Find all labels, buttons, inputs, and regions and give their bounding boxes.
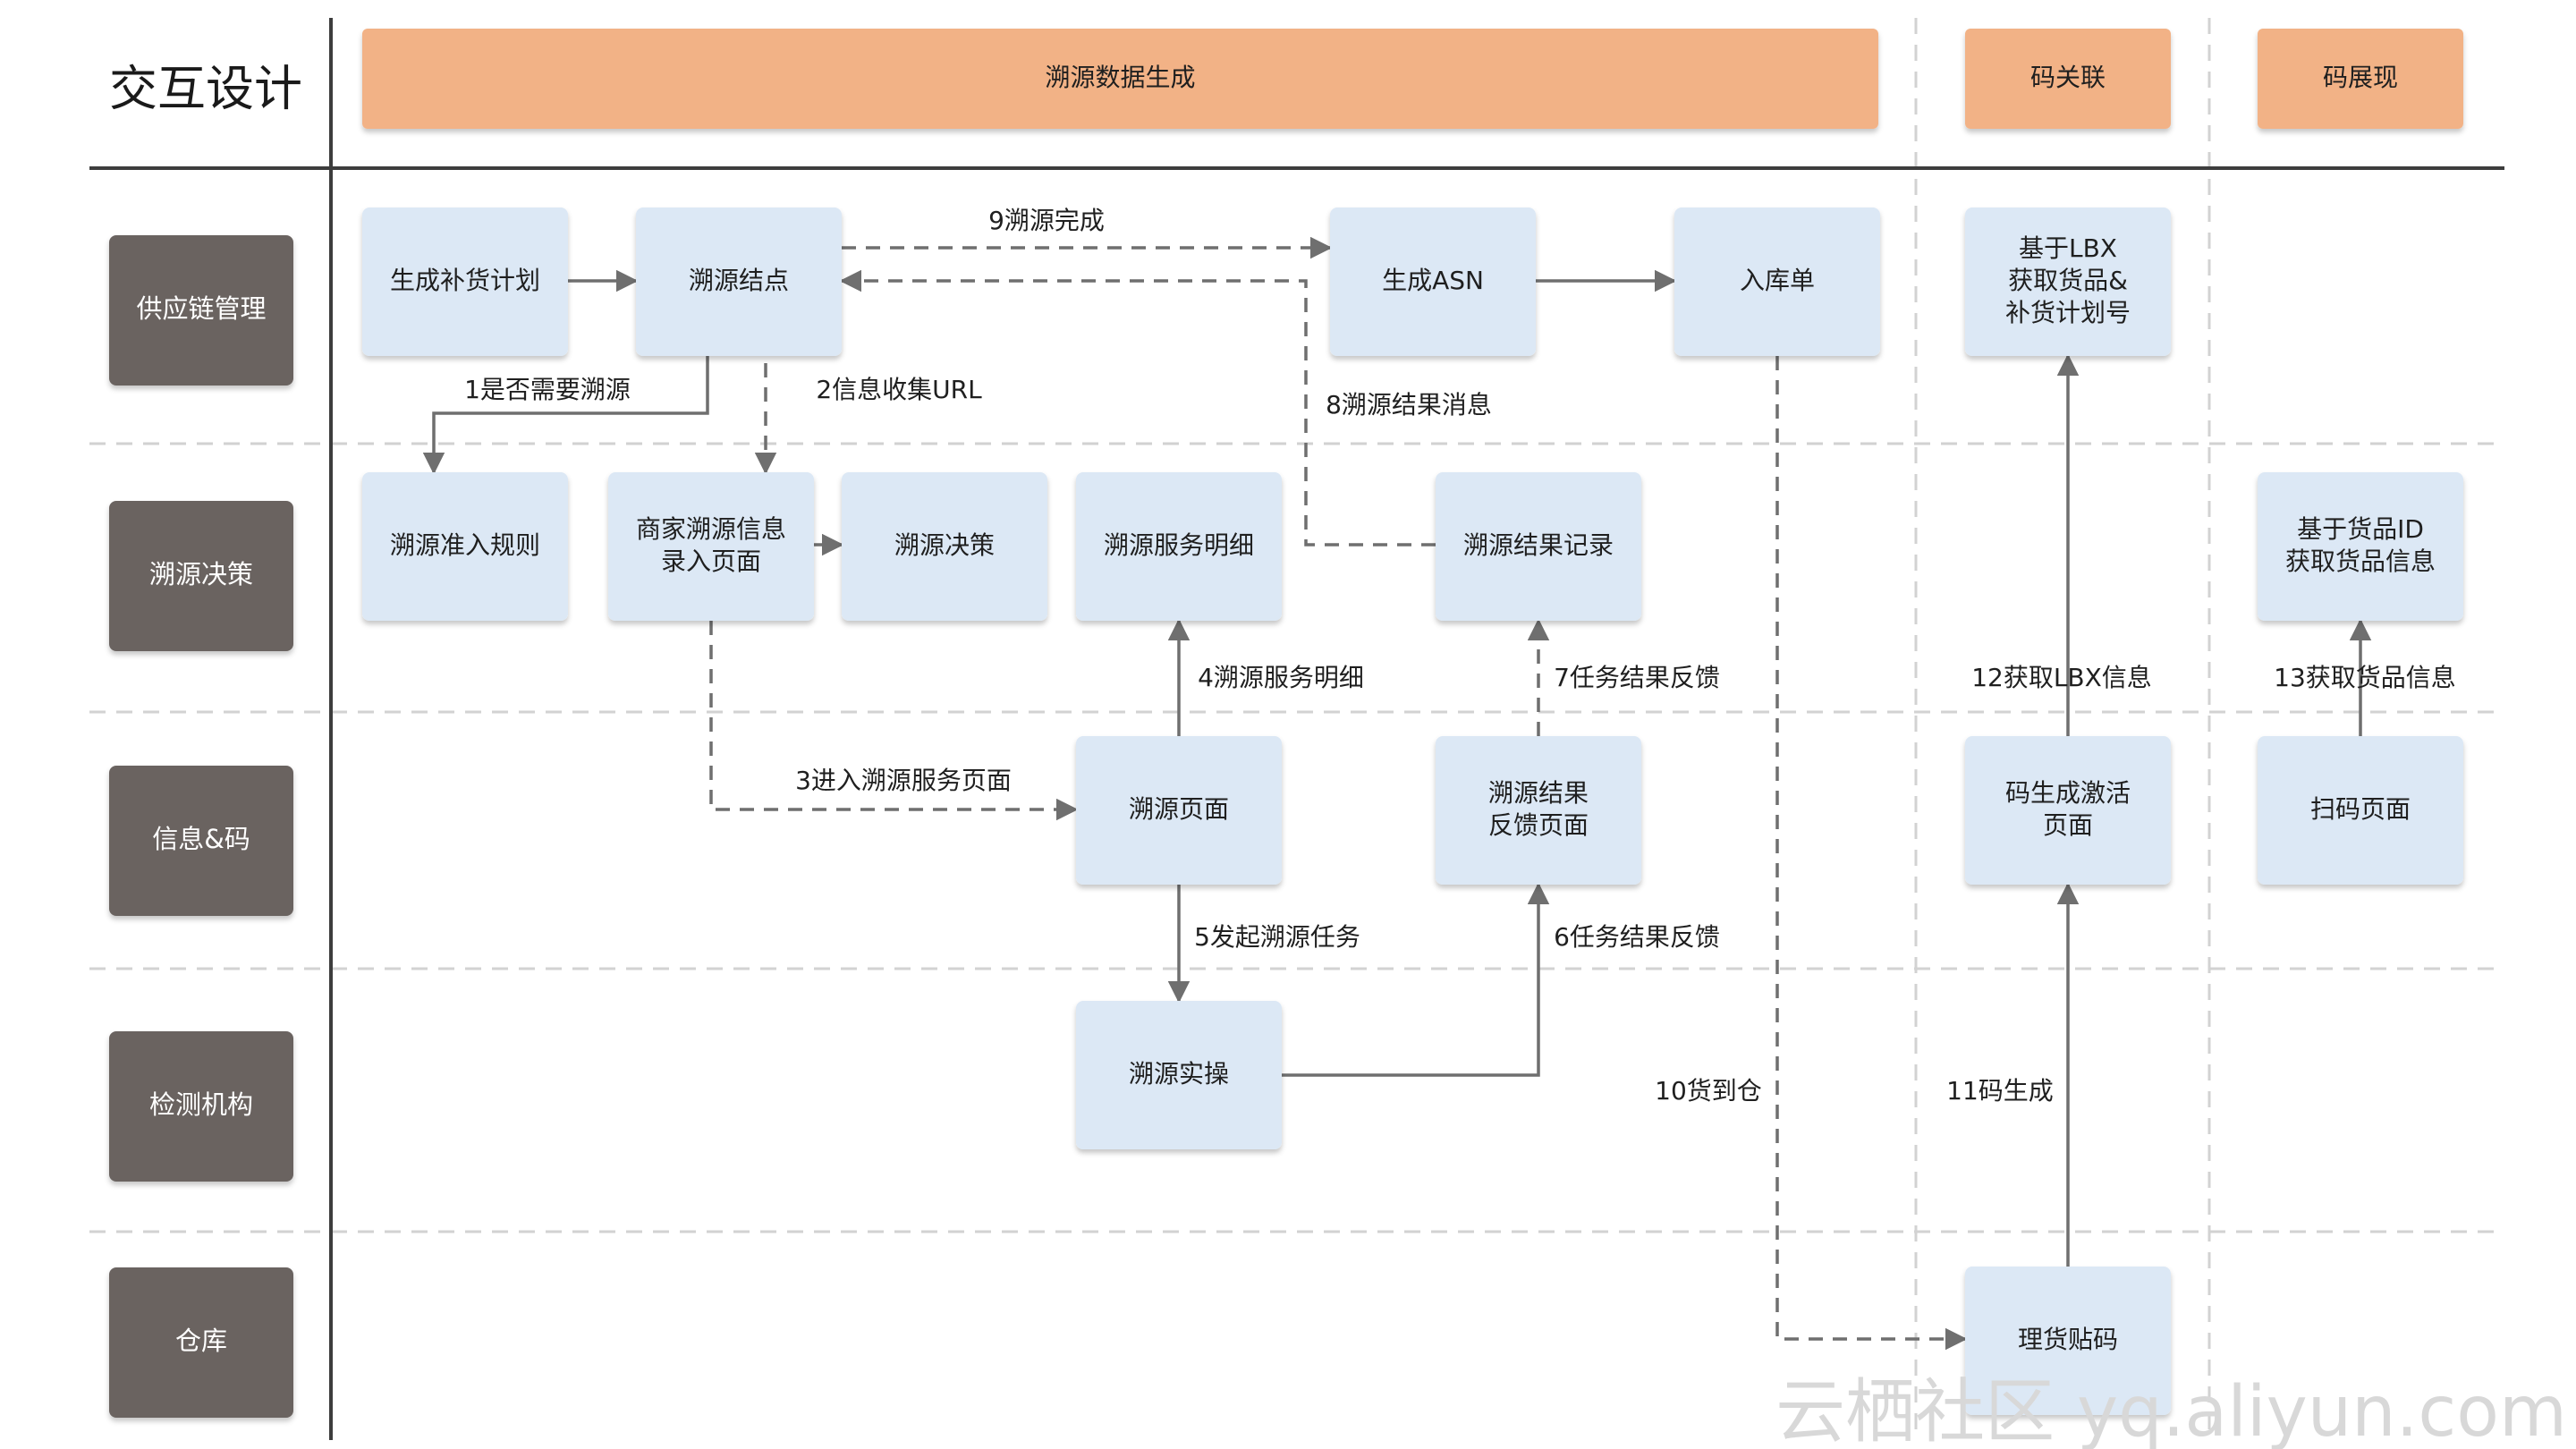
lane-separators: [89, 18, 2504, 1431]
edge-e10: [1775, 356, 1968, 1351]
node-label: 码生成激活: [2005, 778, 2131, 808]
node-label: 基于LBX: [2019, 233, 2117, 263]
phase-label: 码关联: [2030, 63, 2106, 92]
phase-header-p2: [1965, 29, 2171, 129]
edge-label: 7任务结果反馈: [1554, 663, 1720, 692]
node-label: 页面: [2043, 810, 2093, 840]
phase-header-p1: [362, 29, 1878, 129]
node-n_svc: [1076, 472, 1282, 621]
node-n_scan: [2258, 736, 2463, 885]
node-label: 溯源结点: [689, 266, 789, 295]
frame-dividers: [89, 18, 2504, 1440]
node-n_goods: [2258, 472, 2463, 621]
node-label: 获取货品&: [2008, 266, 2128, 295]
edges: 1是否需要溯源 2信息收集URL 3进入溯源服务页面 4溯源服务明细 5发起溯源任务 6任…: [422, 206, 2456, 1351]
edge-label: 5发起溯源任务: [1194, 922, 1360, 952]
node-label: 生成补货计划: [390, 266, 540, 295]
node-n_node: [636, 208, 842, 356]
node-label: 溯源准入规则: [390, 530, 540, 560]
node-n_merchant: [608, 472, 814, 621]
edge-label: 4溯源服务明细: [1198, 663, 1364, 692]
node-label: 溯源实操: [1129, 1059, 1229, 1089]
phase-header-p3: [2258, 29, 2463, 129]
lane-label: 仓库: [175, 1326, 227, 1356]
diagram-title: 交互设计: [109, 61, 302, 117]
node-label: 溯源决策: [894, 530, 995, 560]
node-label: 补货计划号: [2005, 298, 2131, 327]
node-n_decision: [842, 472, 1047, 621]
node-label: 反馈页面: [1488, 810, 1589, 840]
node-n_record: [1436, 472, 1641, 621]
node-label: 获取货品信息: [2285, 547, 2436, 576]
edge-label: 9溯源完成: [988, 206, 1105, 235]
node-n_feedback: [1436, 736, 1641, 885]
node-n_label: [1965, 1267, 2171, 1415]
node-n_page: [1076, 736, 1282, 885]
lane-label: 检测机构: [149, 1089, 253, 1120]
phase-label: 码展现: [2323, 63, 2398, 92]
edge-label: 10货到仓: [1655, 1076, 1762, 1106]
node-label: 基于货品ID: [2297, 514, 2424, 544]
edge-e1: [422, 356, 709, 475]
node-label: 扫码页面: [2310, 794, 2411, 824]
lane-label: 信息&码: [152, 824, 250, 854]
lane-label: 供应链管理: [136, 293, 266, 324]
node-label: 溯源结果记录: [1463, 530, 1614, 560]
watermark: 云栖社区 yq.aliyun.com: [1775, 1372, 2567, 1449]
lane-label: 溯源决策: [149, 559, 253, 589]
lane-header-l2: [109, 501, 293, 651]
node-n_plan: [362, 208, 568, 356]
phase-headers: 溯源数据生成 码关联 码展现: [362, 29, 2463, 129]
node-label: 理货贴码: [2018, 1325, 2118, 1354]
edge-label: 12获取LBX信息: [1971, 663, 2152, 692]
phase-label: 溯源数据生成: [1045, 63, 1195, 92]
lane-header-l1: [109, 235, 293, 386]
edge-label: 3进入溯源服务页面: [795, 766, 1012, 795]
node-label: 入库单: [1740, 266, 1815, 295]
lane-header-l5: [109, 1267, 293, 1418]
node-n_activate: [1965, 736, 2171, 885]
lane-header-l3: [109, 766, 293, 916]
edge-label: 11码生成: [1946, 1076, 2054, 1106]
edge-label: 8溯源结果消息: [1326, 390, 1492, 419]
node-n_asn: [1330, 208, 1536, 356]
edge-e6: [1282, 882, 1550, 1077]
edge-label: 6任务结果反馈: [1554, 922, 1720, 952]
node-label: 商家溯源信息: [636, 514, 786, 544]
edge-label: 1是否需要溯源: [464, 375, 631, 404]
node-label: 溯源结果: [1488, 778, 1589, 808]
edge-label: 2信息收集URL: [816, 375, 982, 404]
node-label: 溯源页面: [1129, 794, 1229, 824]
node-n_lbx: [1965, 208, 2171, 356]
edge-label: 13获取货品信息: [2274, 663, 2456, 692]
lane-header-l4: [109, 1031, 293, 1182]
node-label: 生成ASN: [1382, 266, 1484, 295]
node-n_in: [1674, 208, 1880, 356]
node-n_op: [1076, 1001, 1282, 1149]
node-label: 录入页面: [661, 547, 761, 576]
node-label: 溯源服务明细: [1104, 530, 1254, 560]
node-n_rule: [362, 472, 568, 621]
